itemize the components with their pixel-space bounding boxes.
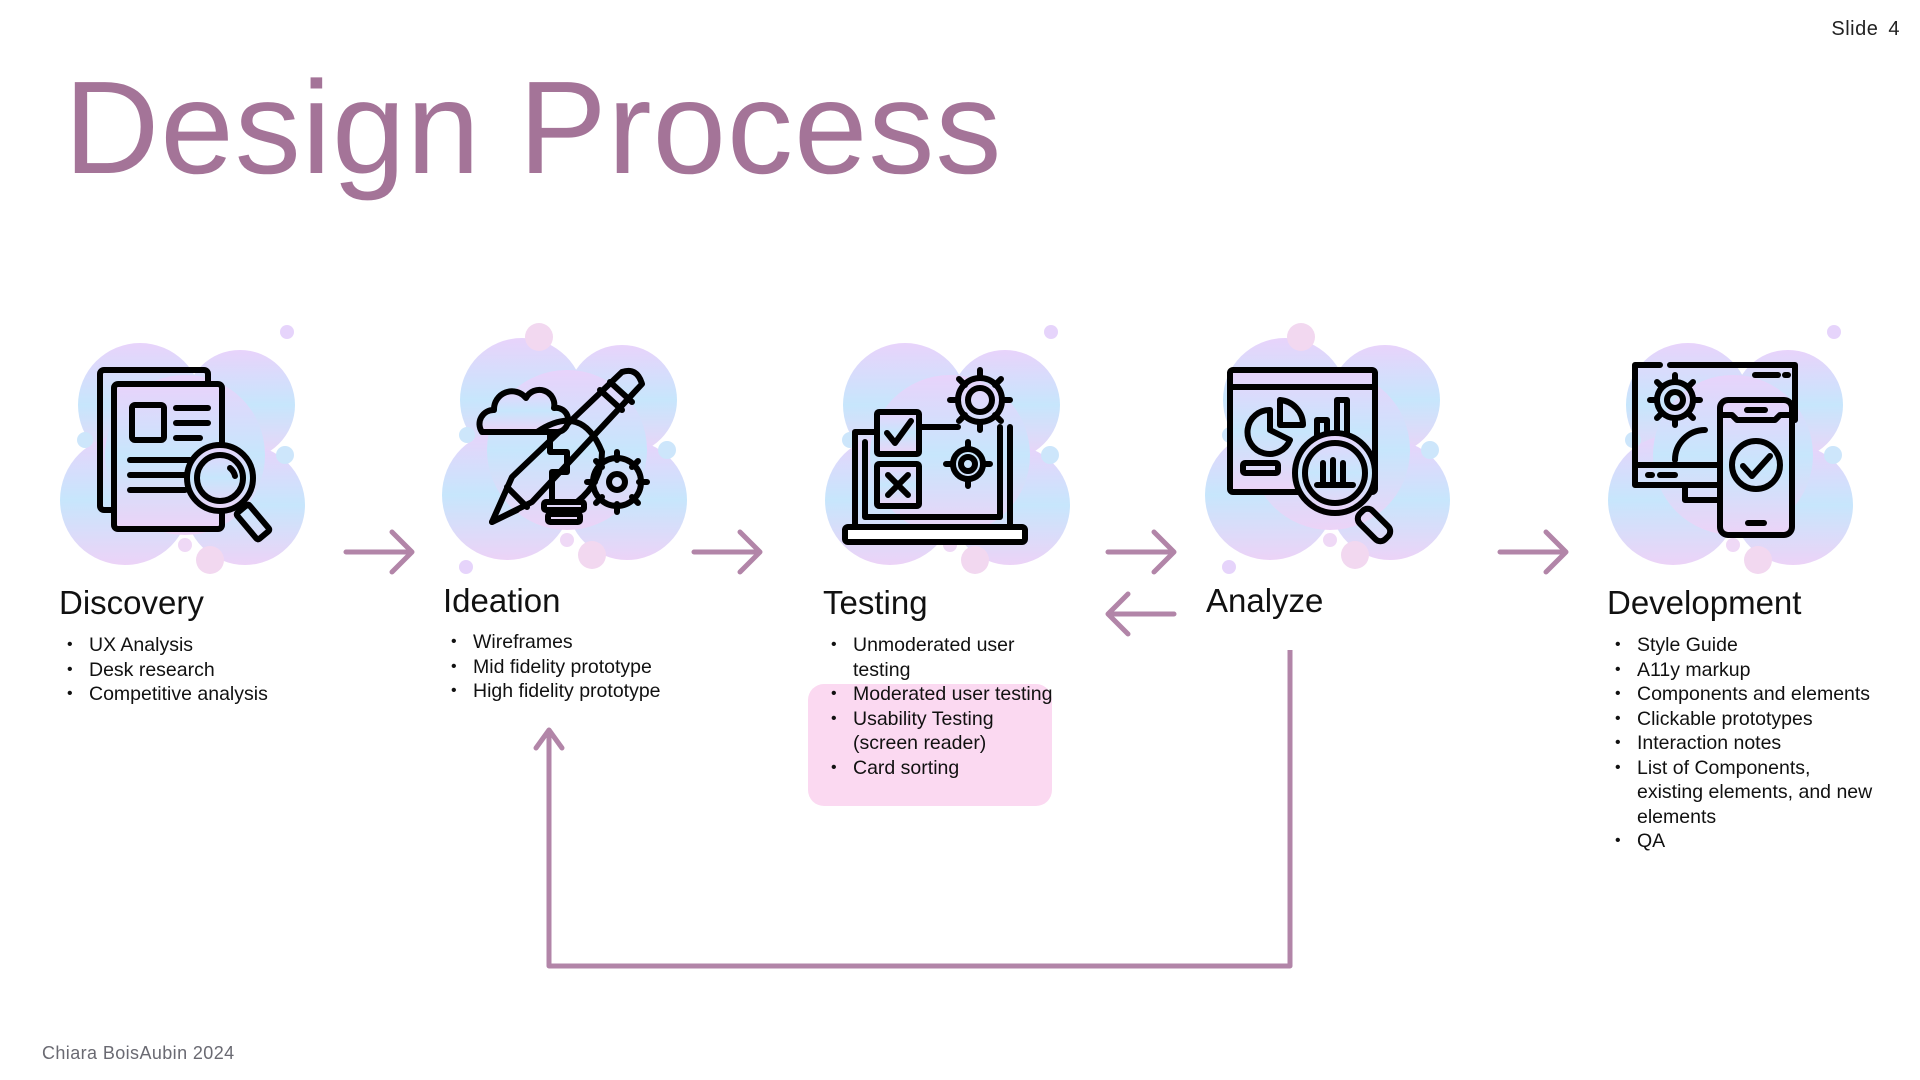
list-item-highlighted: Moderated user testing (831, 682, 1063, 707)
stage-heading: Analyze (1206, 582, 1324, 619)
decor-dot (280, 325, 294, 339)
list-item: Competitive analysis (67, 682, 268, 707)
list-item-highlighted: Card sorting (831, 756, 1063, 781)
stage-heading: Testing (823, 584, 928, 621)
decor-dot (525, 323, 553, 351)
laptop-checklist-gears-icon (842, 367, 1028, 545)
stage-heading: Development (1607, 584, 1802, 621)
list-item-highlighted: Usability Testing (screen reader) (831, 707, 1063, 756)
lightbulb-pencil-gear-icon (476, 367, 650, 525)
decor-dot (1222, 560, 1236, 574)
arrow-testing-to-analyze (1105, 529, 1177, 575)
page-title: Design Process (64, 54, 1003, 201)
stage-items: UX Analysis Desk research Competitive an… (59, 633, 268, 707)
footer-credit: Chiara BoisAubin 2024 (42, 1043, 235, 1063)
stage-heading: Ideation (443, 582, 561, 619)
list-item: A11y markup (1615, 658, 1877, 683)
list-item: Unmoderated user testing (831, 633, 1063, 682)
decor-dot (459, 560, 473, 574)
stage-items: Wireframes Mid fidelity prototype High f… (443, 630, 661, 704)
document-magnifier-icon (97, 367, 273, 543)
arrow-ideation-to-testing (691, 529, 763, 575)
slide-number-value: 4 (1888, 18, 1900, 40)
monitor-phone-check-icon (1632, 362, 1798, 538)
decor-dot (1287, 323, 1315, 351)
list-item: List of Components, existing elements, a… (1615, 756, 1877, 830)
decor-dot (1044, 325, 1058, 339)
list-item: High fidelity prototype (451, 679, 660, 704)
list-item: Wireframes (451, 630, 661, 655)
list-item: UX Analysis (67, 633, 268, 658)
arrow-discovery-to-ideation (343, 529, 415, 575)
list-item: Style Guide (1615, 633, 1877, 658)
chart-magnifier-icon (1227, 367, 1394, 545)
slide-label: Slide (1831, 18, 1879, 40)
list-item: Mid fidelity prototype (451, 655, 661, 680)
decor-dot (1827, 325, 1841, 339)
list-item: Desk research (67, 658, 268, 683)
list-item: Clickable prototypes (1615, 707, 1877, 732)
list-item: Interaction notes (1615, 731, 1877, 756)
stage-items: Unmoderated user testing Moderated user … (823, 633, 1063, 780)
arrow-analyze-to-testing (1105, 591, 1177, 637)
stage-items: Style Guide A11y markup Components and e… (1607, 633, 1877, 854)
list-item: QA (1615, 829, 1877, 854)
list-item: Components and elements (1615, 682, 1877, 707)
slide-number: Slide 4 (1831, 18, 1900, 41)
stage-heading: Discovery (59, 584, 204, 621)
arrow-analyze-to-development (1497, 529, 1569, 575)
